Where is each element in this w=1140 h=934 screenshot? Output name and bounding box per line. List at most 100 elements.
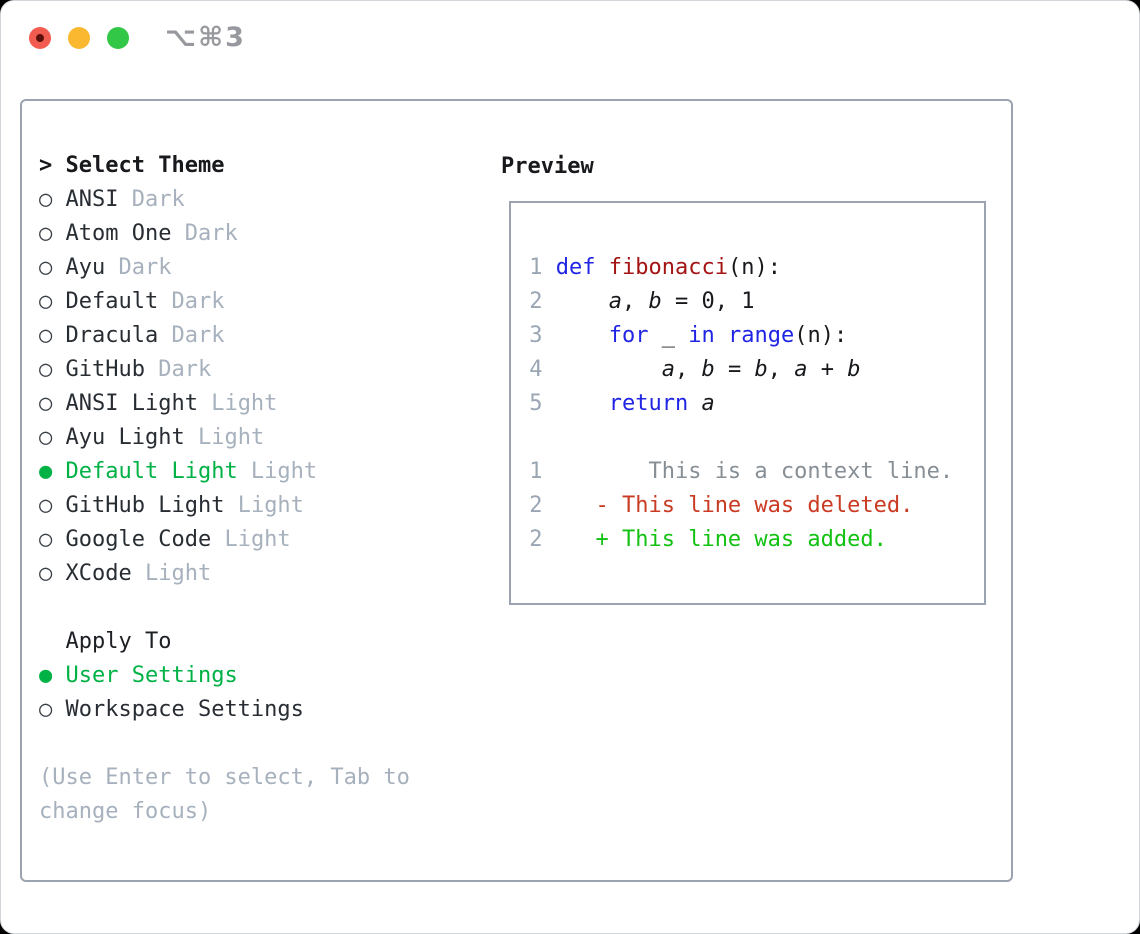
theme-name-label: GitHub Light	[65, 493, 225, 518]
spacer-row	[39, 591, 410, 625]
theme-variant-label: Dark	[105, 255, 172, 280]
theme-option-google-code[interactable]: ○ Google Code Light	[39, 523, 410, 557]
radio-icon: ○	[39, 391, 66, 416]
line-number: 1	[516, 255, 556, 280]
theme-variant-label: Light	[237, 459, 318, 484]
theme-variant-label: Dark	[158, 323, 225, 348]
code-token: in	[688, 323, 715, 348]
code-token: b	[754, 357, 768, 382]
preview-box: 1 def fibonacci(n): 2 a, b = 0, 1 3 for …	[509, 201, 986, 605]
code-token: fibonacci	[608, 255, 728, 280]
theme-name-label: Ayu Light	[65, 425, 185, 450]
radio-selected-icon: ●	[39, 663, 66, 688]
theme-variant-label: Dark	[171, 221, 238, 246]
theme-variant-label: Dark	[118, 187, 185, 212]
radio-selected-icon: ●	[39, 459, 66, 484]
code-token	[715, 323, 728, 348]
code-line: 3 for _ in range(n):	[516, 319, 984, 353]
theme-option-ayu-light[interactable]: ○ Ayu Light Light	[39, 421, 410, 455]
close-button[interactable]	[29, 27, 51, 49]
theme-variant-label: Dark	[158, 289, 225, 314]
code-token: range	[727, 323, 795, 348]
line-number: 2	[516, 527, 556, 552]
line-number: 5	[516, 391, 556, 416]
code-token: ,	[674, 357, 702, 382]
code-token: _	[648, 323, 689, 348]
line-number: 2	[516, 289, 556, 314]
code-line: 2 a, b = 0, 1	[516, 285, 984, 319]
code-token	[688, 391, 701, 416]
code-line: 1 def fibonacci(n):	[516, 251, 984, 285]
theme-option-default-light[interactable]: ● Default Light Light	[39, 455, 410, 489]
diff-text: - This line was deleted.	[555, 493, 914, 518]
theme-menu-title: Select Theme	[65, 153, 225, 178]
diff-text: + This line was added.	[555, 527, 887, 552]
preview-content: 1 def fibonacci(n): 2 a, b = 0, 1 3 for …	[511, 203, 984, 557]
theme-name-label: Google Code	[65, 527, 212, 552]
radio-icon: ○	[39, 221, 66, 246]
theme-option-atom-one[interactable]: ○ Atom One Dark	[39, 217, 410, 251]
preview-title: Preview	[501, 154, 594, 179]
theme-name-label: Ayu	[65, 255, 106, 280]
theme-variant-label: Light	[131, 561, 212, 586]
apply-option-label: User Settings	[65, 663, 238, 688]
code-token: +	[807, 357, 848, 382]
theme-menu: > Select Theme○ ANSI Dark○ Atom One Dark…	[39, 149, 410, 829]
line-number: 3	[516, 323, 556, 348]
zoom-button[interactable]	[107, 27, 129, 49]
code-token: b	[701, 357, 715, 382]
theme-variant-label: Light	[197, 391, 278, 416]
code-token	[556, 323, 609, 348]
code-token: a	[608, 289, 622, 314]
line-number: 2	[516, 493, 556, 518]
theme-name-label: Dracula	[65, 323, 159, 348]
theme-option-xcode[interactable]: ○ XCode Light	[39, 557, 410, 591]
radio-icon: ○	[39, 323, 66, 348]
radio-icon: ○	[39, 493, 66, 518]
radio-icon: ○	[39, 187, 66, 212]
theme-name-label: ANSI Light	[65, 391, 198, 416]
radio-icon: ○	[39, 425, 66, 450]
theme-menu-header: > Select Theme	[39, 149, 410, 183]
help-text-line-1: (Use Enter to select, Tab to	[39, 761, 410, 795]
theme-variant-label: Light	[211, 527, 291, 552]
diff-line-added: 2 + This line was added.	[516, 523, 984, 557]
theme-name-label: XCode	[65, 561, 132, 586]
theme-name-label: Default Light	[65, 459, 238, 484]
theme-option-ansi-light[interactable]: ○ ANSI Light Light	[39, 387, 410, 421]
code-line: 5 return a	[516, 387, 984, 421]
code-token: (n):	[727, 255, 781, 280]
minimize-button[interactable]	[68, 27, 90, 49]
line-number: 1	[516, 459, 556, 484]
help-text: change focus)	[39, 799, 212, 824]
radio-icon: ○	[39, 527, 66, 552]
radio-icon: ○	[39, 697, 66, 722]
code-token	[556, 289, 609, 314]
theme-option-ayu[interactable]: ○ Ayu Dark	[39, 251, 410, 285]
apply-to-title: Apply To	[39, 629, 172, 654]
help-text: (Use Enter to select, Tab to	[39, 765, 410, 790]
code-token: a	[661, 357, 675, 382]
line-number: 4	[516, 357, 556, 382]
help-text-line-2: change focus)	[39, 795, 410, 829]
radio-icon: ○	[39, 255, 66, 280]
apply-option-workspace-settings[interactable]: ○ Workspace Settings	[39, 693, 410, 727]
code-token: def	[555, 255, 596, 280]
theme-option-dracula[interactable]: ○ Dracula Dark	[39, 319, 410, 353]
theme-variant-label: Light	[184, 425, 265, 450]
apply-option-user-settings[interactable]: ● User Settings	[39, 659, 410, 693]
spacer-row	[516, 421, 984, 455]
radio-icon: ○	[39, 561, 66, 586]
code-token: =	[714, 357, 755, 382]
code-token: ,	[767, 357, 795, 382]
theme-option-ansi[interactable]: ○ ANSI Dark	[39, 183, 410, 217]
code-token: a	[794, 357, 808, 382]
theme-variant-label: Light	[224, 493, 304, 518]
diff-text: This is a context line.	[555, 459, 954, 484]
theme-option-github-light[interactable]: ○ GitHub Light Light	[39, 489, 410, 523]
theme-option-github[interactable]: ○ GitHub Dark	[39, 353, 410, 387]
prompt-icon: >	[39, 153, 66, 178]
theme-option-default[interactable]: ○ Default Dark	[39, 285, 410, 319]
diff-line-context: 1 This is a context line.	[516, 455, 984, 489]
